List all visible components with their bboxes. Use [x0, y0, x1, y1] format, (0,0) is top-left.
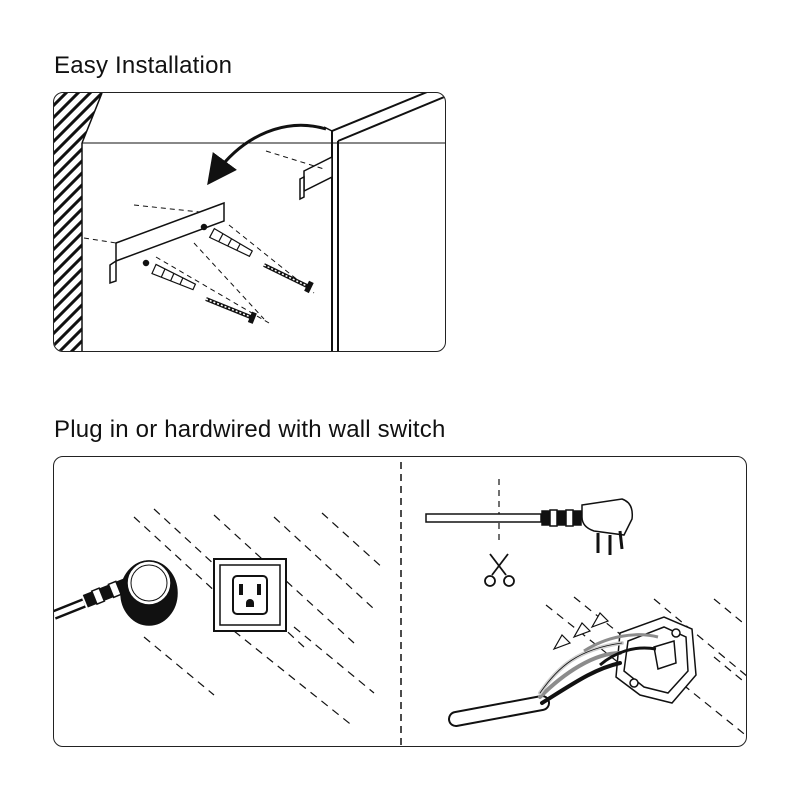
mirror-frame	[323, 93, 445, 351]
installation-illustration	[54, 93, 445, 351]
power-illustration	[54, 462, 746, 746]
power-panel	[53, 456, 747, 747]
scissors-icon	[484, 553, 515, 587]
hardwire-cable	[448, 641, 624, 727]
wall-edge	[81, 93, 445, 351]
junction-box-icon	[615, 616, 697, 704]
arrow-icon	[207, 123, 327, 186]
outlet-icon	[213, 558, 287, 632]
installation-panel	[53, 92, 446, 352]
wall-bracket-icon	[109, 201, 225, 285]
wall-anchor-icon	[151, 227, 254, 291]
cord-plug-icon	[581, 498, 634, 555]
power-cord	[54, 598, 86, 620]
plug-icon	[82, 560, 178, 626]
mirror-bracket-icon	[299, 155, 333, 201]
right-wall-hatching	[545, 596, 746, 737]
power-heading: Plug in or hardwired with wall switch	[54, 416, 446, 443]
wire-nuts	[552, 612, 659, 667]
wall-hatching	[54, 93, 102, 351]
screw-icon	[205, 263, 314, 324]
installation-heading: Easy Installation	[54, 52, 233, 79]
plug-cord	[425, 509, 582, 527]
guide-lines	[83, 150, 325, 324]
